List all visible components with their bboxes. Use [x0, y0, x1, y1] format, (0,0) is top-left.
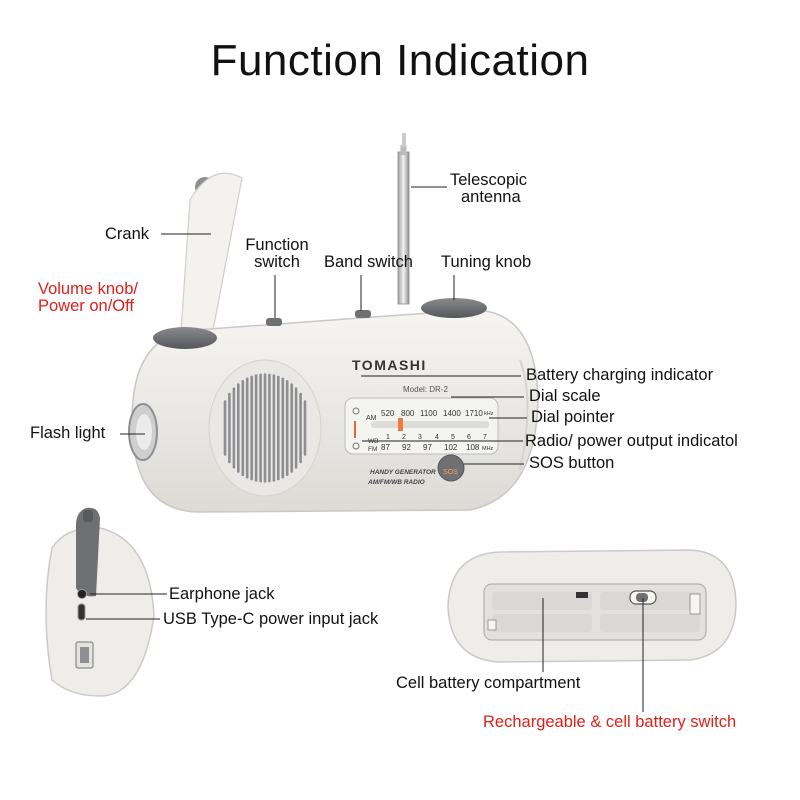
label-dial-pointer: Dial pointer	[531, 408, 615, 426]
label-telescopic-antenna-1: Telescopic	[450, 171, 528, 189]
bottom-view	[447, 549, 737, 663]
label-cell-battery-compartment: Cell battery compartment	[396, 674, 581, 692]
sos-button[interactable]	[437, 454, 465, 482]
dial-am-label: AM	[366, 415, 377, 422]
model-text: Model: DR-2	[403, 385, 448, 394]
label-volume-knob-2: Power on/Off	[38, 297, 134, 315]
dial-am-value: 520	[381, 409, 395, 418]
dial-fm-unit: MHz	[482, 446, 494, 452]
dial-fm-value: 102	[444, 443, 458, 452]
dial-fm-value: 108	[466, 443, 480, 452]
label-sos-button: SOS button	[529, 454, 615, 472]
function-switch[interactable]	[266, 318, 282, 326]
telescopic-antenna	[397, 133, 410, 305]
label-band-switch: Band switch	[324, 253, 413, 271]
crank-handle	[179, 172, 243, 347]
callout-lines	[86, 186, 644, 712]
tuning-knob[interactable]	[421, 298, 487, 318]
dial-wb-channel: 5	[451, 434, 455, 441]
dial-am-value: 1710	[465, 409, 483, 418]
dial-am-value: 800	[401, 409, 415, 418]
panel-text-line1: HANDY GENERATOR	[370, 469, 436, 476]
panel-text-line2: AM/FM/WB RADIO	[368, 479, 425, 486]
dial-wb-channel: 2	[402, 434, 406, 441]
page-title: Function Indication	[210, 36, 590, 85]
dial-fm-label: FM	[368, 446, 378, 453]
dial-am-unit: kHz	[484, 411, 494, 417]
dial-fm-value: 97	[423, 443, 432, 452]
label-dial-scale: Dial scale	[529, 387, 601, 405]
label-battery-switch: Rechargeable & cell battery switch	[483, 713, 737, 731]
earphone-jack[interactable]	[77, 589, 87, 599]
dial-am-value: 1400	[443, 409, 461, 418]
dial-wb-channel: 6	[467, 434, 471, 441]
dial-wb-channel: 1	[386, 434, 390, 441]
dial-fm-value: 92	[402, 443, 411, 452]
label-battery-charging-indicator: Battery charging indicator	[526, 366, 714, 384]
usb-c-port[interactable]	[77, 603, 86, 621]
dial-wb-channel: 3	[418, 434, 422, 441]
label-function-switch-1: Function	[245, 236, 309, 254]
flashlight	[128, 403, 158, 461]
dial-pointer	[371, 421, 489, 428]
dial-wb-channel: 4	[435, 434, 439, 441]
output-indicator-led	[352, 442, 360, 450]
brand-logo-text: TOMASHI	[352, 357, 427, 373]
label-tuning-knob: Tuning knob	[441, 253, 532, 271]
charging-indicator-led	[352, 407, 360, 415]
dial-wb-label: WB	[368, 438, 379, 445]
label-function-switch-2: switch	[254, 253, 300, 271]
label-volume-knob-1: Volume knob/	[38, 280, 138, 298]
main-radio	[128, 133, 539, 513]
dial-fm-value: 87	[381, 443, 390, 452]
dial-am-value: 1100	[420, 409, 438, 418]
dial-panel	[344, 397, 499, 455]
label-crank: Crank	[105, 225, 150, 243]
band-switch[interactable]	[355, 310, 371, 318]
volume-knob[interactable]	[153, 327, 217, 349]
dial-wb-channel: 7	[483, 434, 487, 441]
crank-side	[76, 507, 100, 597]
sos-button-label: SOS	[443, 469, 458, 476]
label-radio-power-output-indicator: Radio/ power output indicatol	[525, 432, 738, 450]
speaker-grille	[208, 359, 322, 497]
label-telescopic-antenna-2: antenna	[461, 188, 521, 206]
label-earphone-jack: Earphone jack	[169, 585, 275, 603]
label-usb-type-c: USB Type-C power input jack	[163, 610, 379, 628]
side-view	[45, 507, 155, 697]
label-flash-light: Flash light	[30, 424, 106, 442]
